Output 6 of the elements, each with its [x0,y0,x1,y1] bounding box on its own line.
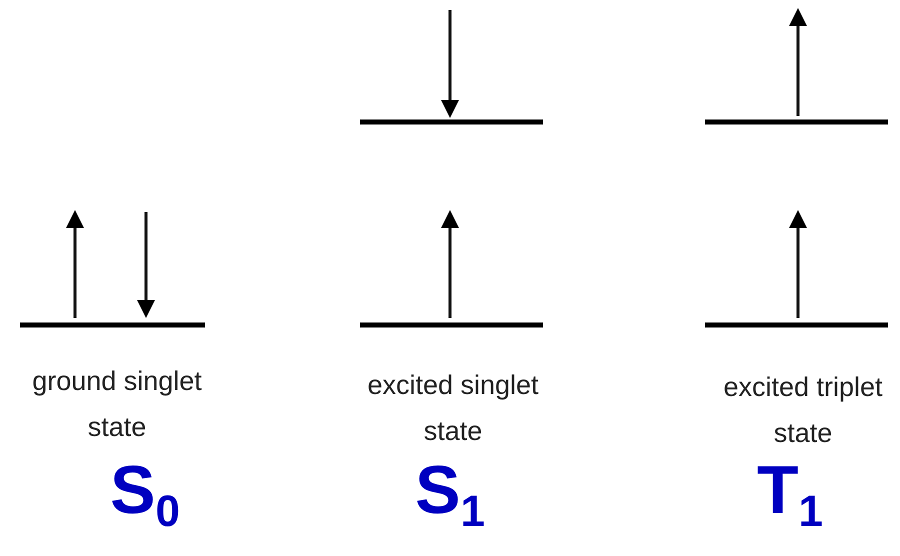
state-symbol: S$_{1}$ [414,452,486,528]
state-label: ground singlet state [31,365,203,444]
state-label: excited triplet state [722,371,884,450]
state-symbol: S$_{0}$ [109,452,181,528]
state-symbol: T$_{1}$ [756,452,824,528]
state-label: excited singlet state [366,369,540,448]
